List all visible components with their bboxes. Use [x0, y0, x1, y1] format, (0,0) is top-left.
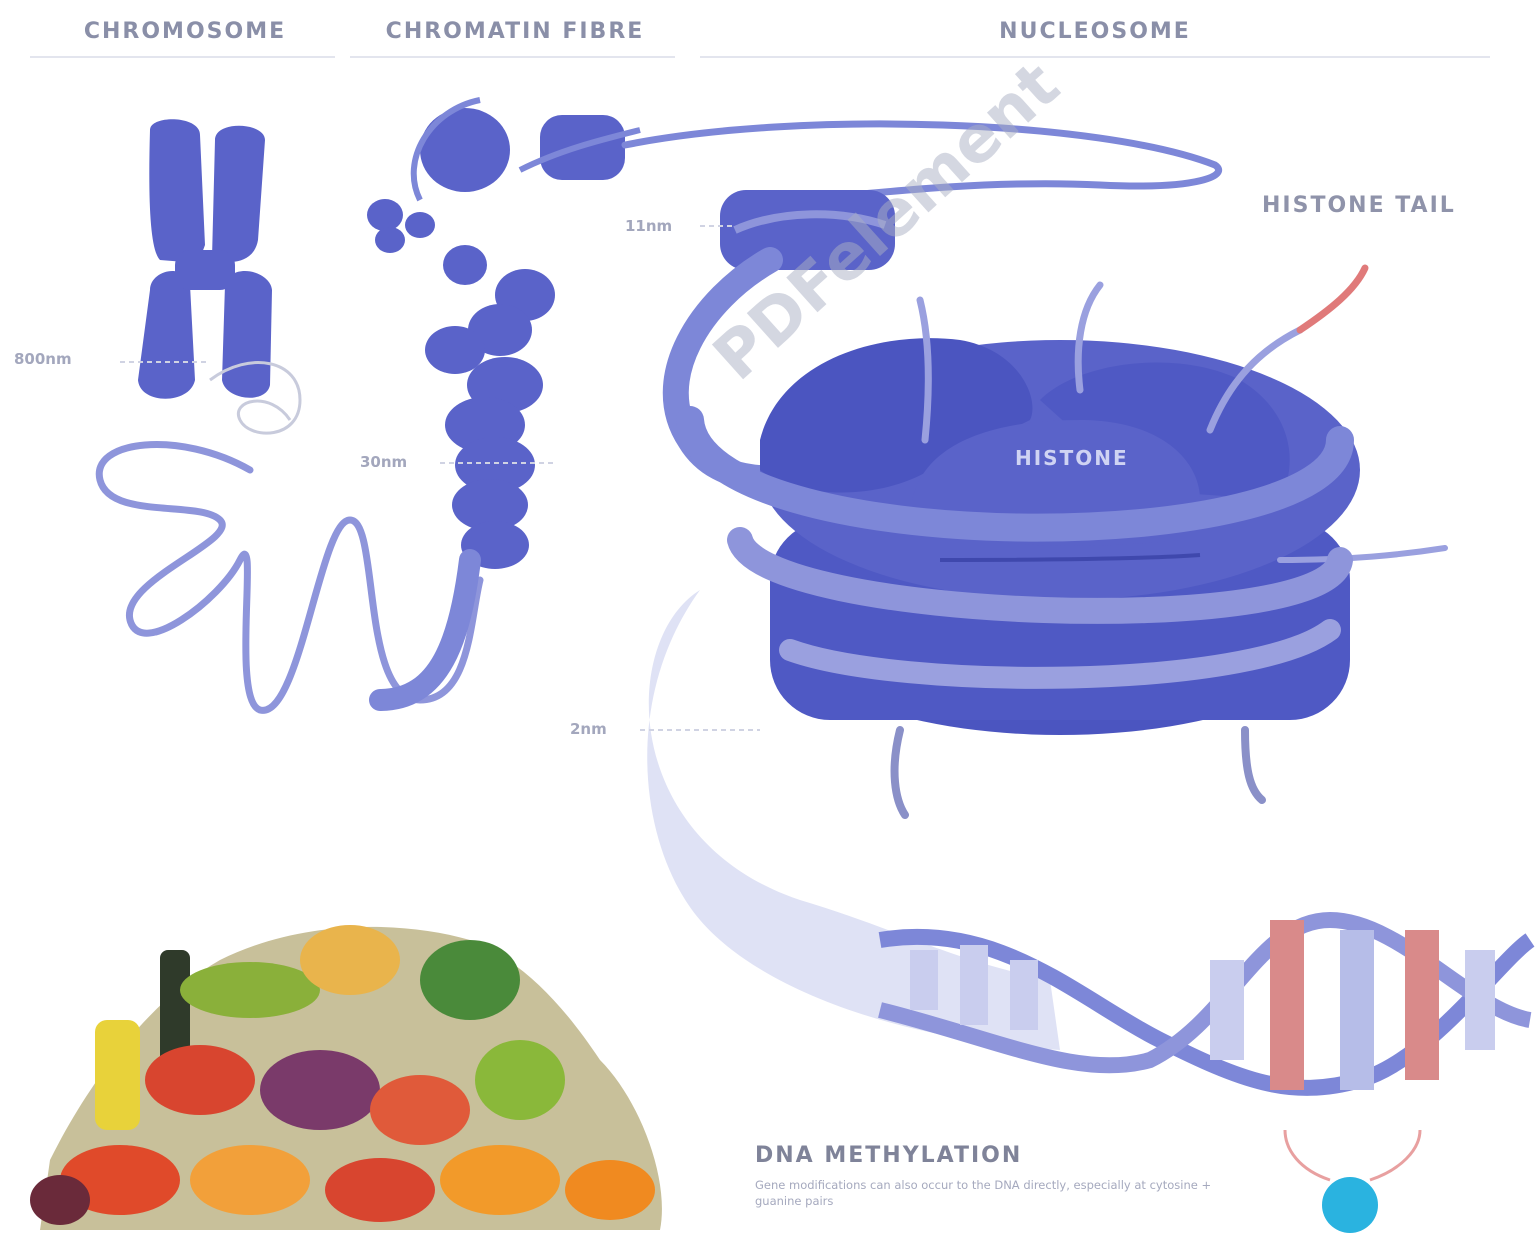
methyl-arrow-right — [1370, 1130, 1420, 1180]
scale-label-30nm: 30nm — [360, 453, 407, 471]
chromosome-shape — [138, 119, 272, 398]
scale-label-2nm: 2nm — [570, 720, 607, 738]
scale-label-800nm: 800nm — [14, 350, 72, 368]
histone-tail-label: HISTONE TAIL — [1262, 193, 1456, 218]
methyl-arrow-left — [1285, 1130, 1330, 1180]
histone-tail-5 — [895, 730, 905, 815]
food-illustration — [30, 925, 662, 1230]
dna-methylation-description: Gene modifications can also occur to the… — [755, 1177, 1255, 1209]
histone-tail-red — [1300, 268, 1365, 330]
histone-tail-6 — [1245, 730, 1262, 800]
methyl-group — [1322, 1177, 1378, 1233]
scale-label-11nm: 11nm — [625, 217, 672, 235]
chromatin-fibre — [367, 108, 625, 569]
dna-loop-left — [99, 445, 480, 711]
dna-methylation-title: DNA METHYLATION — [755, 1143, 1022, 1168]
histone-label: HISTONE — [1015, 446, 1129, 470]
